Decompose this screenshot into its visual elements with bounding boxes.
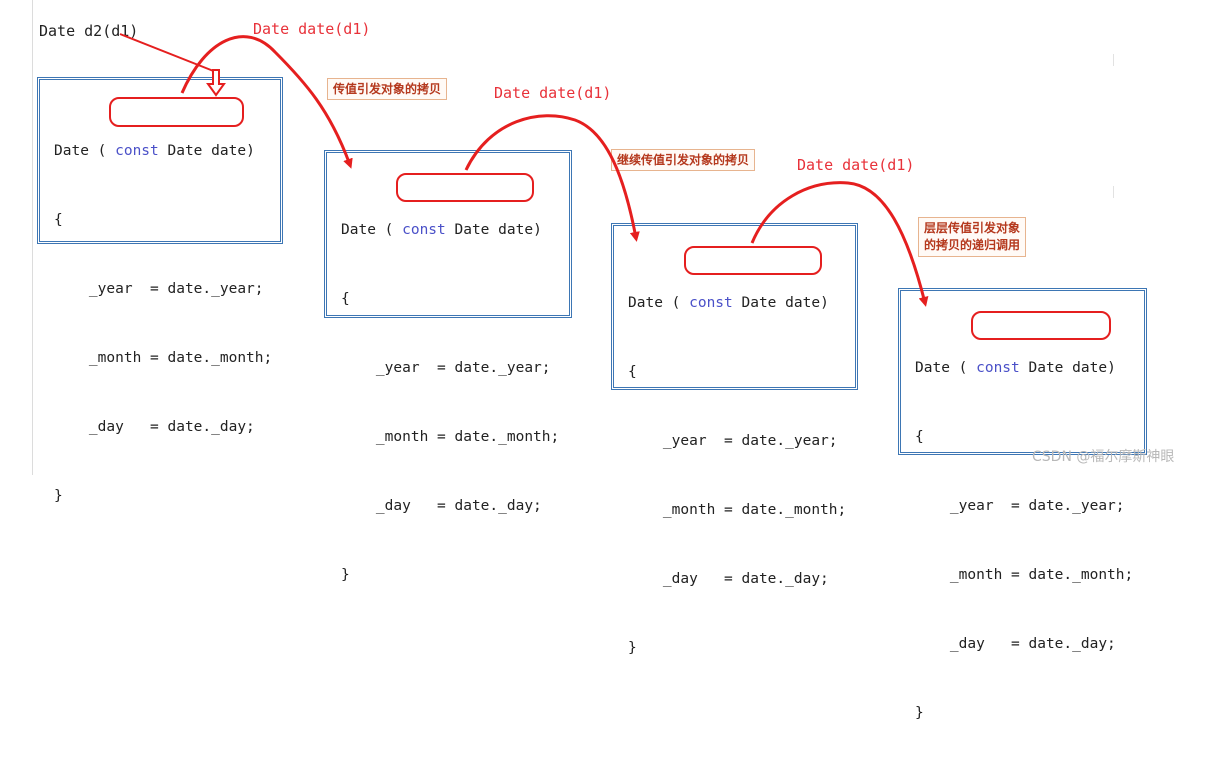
assign-year: _year = date._year; xyxy=(341,360,551,376)
assign-year: _year = date._year; xyxy=(915,498,1125,514)
right-guide-tick xyxy=(1113,186,1114,198)
open-brace: { xyxy=(54,212,63,228)
note-recursive-copy: 层层传值引发对象 的拷贝的递归调用 xyxy=(918,217,1027,257)
close-brace: } xyxy=(341,567,350,583)
recursion-arrow-1 xyxy=(180,35,353,169)
assign-year: _year = date._year; xyxy=(54,281,264,297)
constructor-head: Date ( const Date date) xyxy=(915,360,1116,376)
constructor-head: Date ( const Date date) xyxy=(54,143,255,159)
hollow-down-arrow xyxy=(206,69,226,97)
constructor-head: Date ( const Date date) xyxy=(628,295,829,311)
param-highlight xyxy=(684,246,822,275)
call-label-2: Date date(d1) xyxy=(494,84,612,102)
assign-month: _month = date._month; xyxy=(341,429,560,445)
note-copy: 传值引发对象的拷贝 xyxy=(327,78,448,100)
close-brace: } xyxy=(915,705,924,721)
assign-month: _month = date._month; xyxy=(915,567,1134,583)
param-highlight xyxy=(109,97,244,127)
call-label-3: Date date(d1) xyxy=(797,156,915,174)
note-recursive-line-2: 的拷贝的递归调用 xyxy=(924,238,1021,252)
assign-day: _day = date._day; xyxy=(628,571,829,587)
note-recursive-line-1: 层层传值引发对象 xyxy=(924,221,1021,235)
assign-month: _month = date._month; xyxy=(628,502,847,518)
assign-day: _day = date._day; xyxy=(341,498,542,514)
left-guide-line xyxy=(32,0,33,475)
watermark: CSDN @福尔摩斯神眼 xyxy=(1032,449,1175,465)
const-keyword: const xyxy=(115,143,159,159)
assign-day: _day = date._day; xyxy=(915,636,1116,652)
open-brace: { xyxy=(341,291,350,307)
const-keyword: const xyxy=(976,360,1020,376)
open-brace: { xyxy=(915,429,924,445)
constructor-code: Date ( const Date date) { _year = date._… xyxy=(54,94,272,554)
const-keyword: const xyxy=(402,222,446,238)
right-guide-tick xyxy=(1113,54,1114,66)
close-brace: } xyxy=(628,640,637,656)
assign-month: _month = date._month; xyxy=(54,350,273,366)
close-brace: } xyxy=(54,488,63,504)
open-brace: { xyxy=(628,364,637,380)
constructor-box-1: Date ( const Date date) { _year = date._… xyxy=(37,77,283,504)
param-highlight xyxy=(971,311,1111,340)
call-pointer-arrow xyxy=(119,33,217,73)
param-highlight xyxy=(396,173,534,202)
call-label-1: Date date(d1) xyxy=(253,20,371,38)
assign-day: _day = date._day; xyxy=(54,419,255,435)
constructor-head: Date ( const Date date) xyxy=(341,222,542,238)
constructor-box-2: Date ( const Date date) { _year = date._… xyxy=(324,150,572,583)
recursion-arrow-2 xyxy=(464,114,640,242)
recursion-arrow-3 xyxy=(750,181,929,307)
arrows-layer xyxy=(119,33,929,307)
const-keyword: const xyxy=(689,295,733,311)
assign-year: _year = date._year; xyxy=(628,433,838,449)
